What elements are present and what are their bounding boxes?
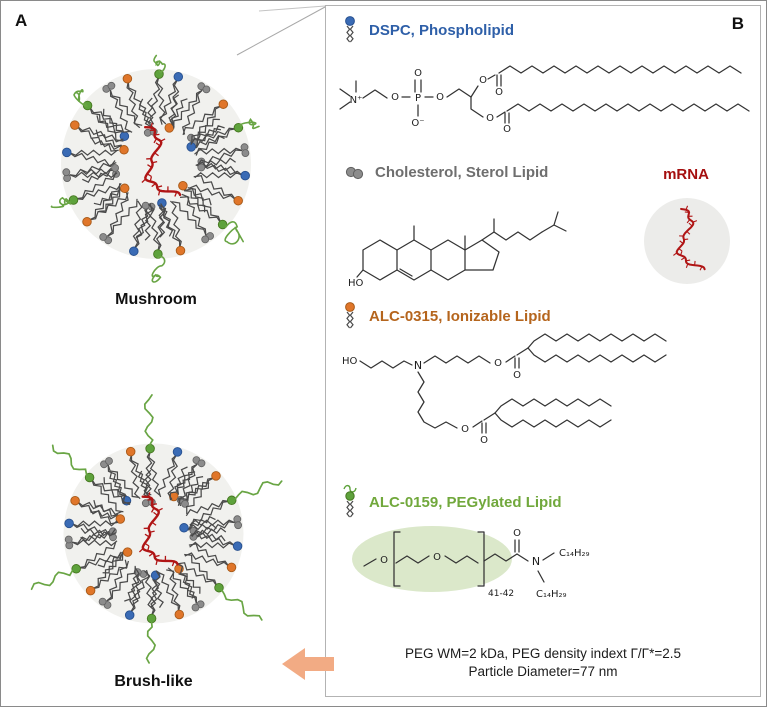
mrna-illustration [644,198,730,284]
atom-label: O [436,92,444,103]
mushroom-caption: Mushroom [115,291,197,308]
legend-alc0159: ALC-0159, PEGylated Lipid [340,484,562,520]
atom-label: O [495,87,503,98]
alc0315-title: ALC-0315, Ionizable Lipid [369,307,551,325]
dspc-title: DSPC, Phospholipid [369,21,514,39]
dspc-structure: N⁺ O O P O⁻ O O O O O [339,65,750,135]
atom-label: O [513,528,521,539]
atom-label: O [479,75,487,86]
alkyl-chain-label: C₁₄H₂₉ [559,548,590,559]
cholesterol-structure: HO [348,211,567,289]
left-arrow-icon [282,648,334,680]
cholesterol-icon [345,166,364,179]
panel-b-components: B DSPC, Phospholipid [325,5,761,697]
legend-alc0315: ALC-0315, Ionizable Lipid [340,300,551,332]
peg-stats-line1: PEG WM=2 kDa, PEG density indext Γ/Γ*=2.… [405,646,681,661]
atom-label: N [414,359,422,372]
atom-label: N [532,555,540,568]
mushroom-nanoparticle-illustration [50,54,260,283]
legend-dspc: DSPC, Phospholipid [340,14,514,46]
atom-label: P [415,93,421,104]
atom-label: O [486,113,494,124]
cholesterol-title: Cholesterol, Sterol Lipid [375,164,549,181]
peg-highlight-ellipse [352,526,512,592]
brush-nanoparticle-illustration [30,394,283,664]
alc0159-title: ALC-0159, PEGylated Lipid [369,493,562,511]
atom-label: O [494,358,502,369]
atom-label: N⁺ [350,95,363,106]
mrna-title: mRNA [663,166,709,183]
alkyl-chain-label: C₁₄H₂₉ [536,589,567,600]
dspc-lipid-icon [345,16,355,43]
alc0315-structure: HO N O O O O [342,333,667,446]
atom-label: O [480,435,488,446]
atom-label: HO [342,356,358,367]
atom-label: O [380,555,388,566]
repeat-subscript: 41-42 [488,589,514,599]
alc0159-structure: O O O N 41-42 C₁₄H₂₉ C₁₄H₂₉ [352,526,590,600]
atom-label: O [503,124,511,135]
mrna-strand-icon [673,205,706,271]
panel-b-label: B [731,14,744,33]
atom-label: O [414,68,422,79]
peg-stats-line2: Particle Diameter=77 nm [468,664,618,679]
atom-label: O [391,92,399,103]
atom-label: O [461,424,469,435]
brush-caption: Brush-like [114,673,193,690]
panel-a-label: A [15,11,28,30]
ionizable-lipid-icon [345,302,355,329]
atom-label: O⁻ [411,118,424,129]
atom-label: HO [348,278,364,289]
atom-label: O [513,370,521,381]
atom-label: O [433,552,441,563]
pegylated-lipid-icon [343,484,357,518]
legend-cholesterol: Cholesterol, Sterol Lipid [344,164,548,181]
